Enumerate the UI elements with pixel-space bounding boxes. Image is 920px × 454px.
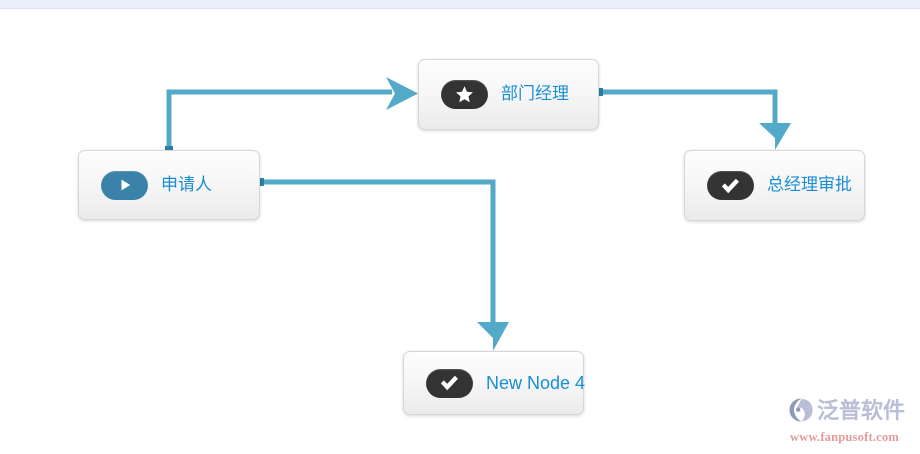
- node-dept-manager-label: 部门经理: [501, 84, 569, 104]
- node-gm-approval[interactable]: 总经理审批: [684, 150, 865, 221]
- check-icon: [426, 368, 473, 398]
- node-dept-manager[interactable]: 部门经理: [418, 59, 599, 130]
- play-icon: [101, 170, 148, 200]
- fanpu-logo-icon: [788, 397, 814, 428]
- node-applicant-label: 申请人: [161, 174, 212, 195]
- check-icon: [707, 171, 754, 200]
- node-new-node-4-label: New Node 4: [486, 373, 586, 393]
- watermark-logo: 泛普软件 www.fanpusoft.com: [788, 398, 914, 448]
- watermark-url: www.fanpusoft.com: [790, 430, 899, 444]
- watermark-top-row: 泛普软件: [788, 398, 905, 426]
- watermark-brand: 泛普软件: [817, 399, 906, 424]
- top-strip: [0, 0, 920, 9]
- node-applicant[interactable]: 申请人: [78, 150, 260, 220]
- node-gm-approval-label: 总经理审批: [767, 175, 852, 195]
- node-new-node-4[interactable]: New Node 4: [403, 351, 586, 415]
- star-icon: [441, 80, 488, 109]
